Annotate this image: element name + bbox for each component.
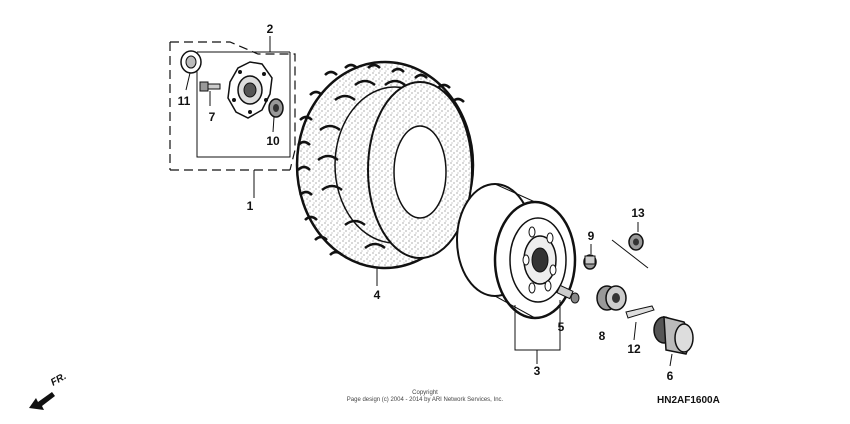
copyright-notice: Page design (c) 2004 - 2014 by ARI Netwo… (346, 397, 504, 403)
axle-nut-part (596, 285, 627, 311)
diagram-code: HN2AF1600A (657, 395, 720, 406)
callout-8: 8 (599, 329, 606, 343)
hub-bolt-part (199, 81, 221, 106)
wheel-rim-part (456, 183, 577, 364)
callout-2: 2 (267, 22, 274, 36)
hub-assembly-group (169, 36, 296, 198)
cotter-pin-part (625, 305, 655, 341)
callout-11: 11 (178, 94, 191, 108)
front-direction-arrow-icon: FR. (29, 371, 68, 410)
callout-10: 10 (266, 134, 280, 148)
tire-part (295, 60, 475, 286)
callout-13: 13 (631, 206, 645, 220)
direction-label: FR. (49, 371, 68, 389)
valve-stem-part (556, 284, 580, 304)
callout-3: 3 (534, 364, 541, 378)
hub-nut-part (268, 98, 284, 133)
callout-7: 7 (209, 110, 216, 124)
bearing-cap-part (180, 50, 202, 91)
callout-1: 1 (247, 199, 254, 213)
callout-4: 4 (374, 288, 381, 302)
callout-12: 12 (627, 342, 641, 356)
wheel-cap-part (653, 316, 694, 367)
wheel-hub-part (227, 61, 273, 119)
copyright-title: Copyright (412, 390, 438, 396)
castle-nut-part (611, 222, 649, 269)
lug-nut-part (583, 244, 597, 270)
callout-6: 6 (667, 369, 674, 383)
callout-9: 9 (588, 229, 595, 243)
callout-5: 5 (558, 320, 565, 334)
